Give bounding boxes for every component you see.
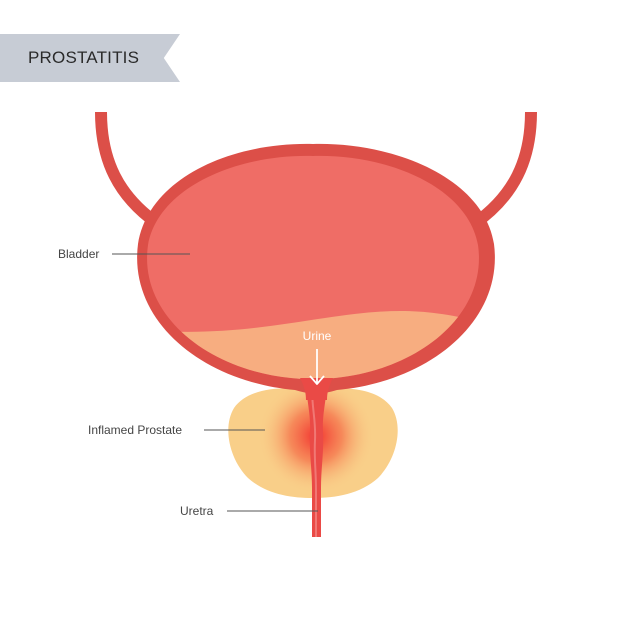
right-ureter xyxy=(470,111,537,229)
bladder-label: Bladder xyxy=(58,247,99,261)
urine-label: Urine xyxy=(303,329,332,343)
title-banner: PROSTATITIS xyxy=(0,34,180,82)
left-ureter xyxy=(95,111,162,229)
urethra xyxy=(306,378,327,537)
prostate-label: Inflamed Prostate xyxy=(88,423,182,437)
bladder-neck xyxy=(300,378,333,400)
diagram-title: PROSTATITIS xyxy=(28,48,140,67)
urethra-highlight xyxy=(311,387,317,537)
uretra-label: Uretra xyxy=(180,504,214,518)
down-arrow-icon xyxy=(309,349,325,385)
